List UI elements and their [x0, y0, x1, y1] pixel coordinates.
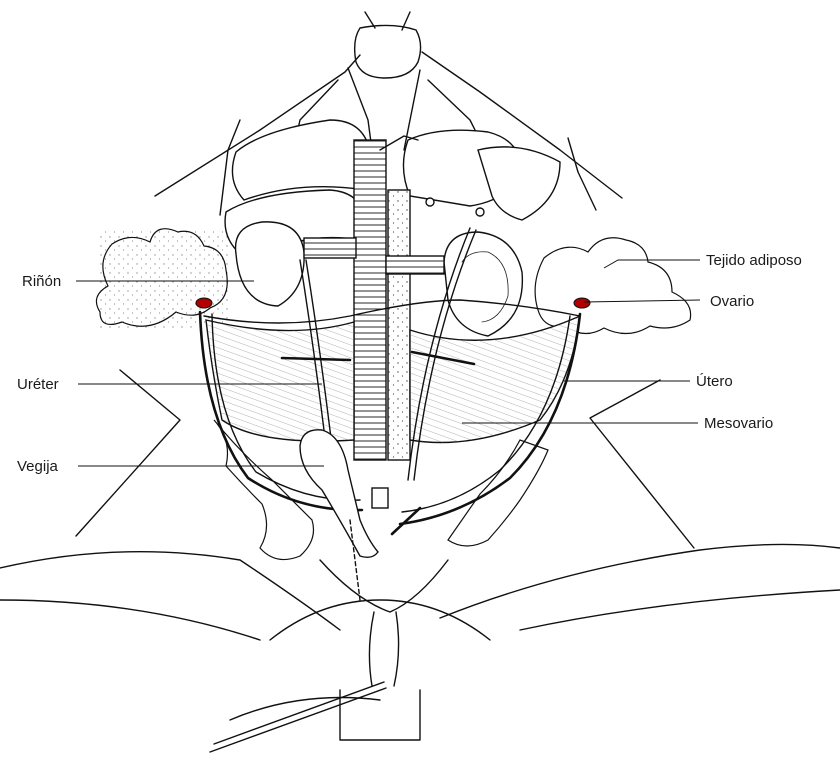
- label-rinon: Riñón: [22, 273, 61, 290]
- ovary-left: [196, 298, 212, 308]
- label-utero: Útero: [696, 373, 733, 390]
- label-ovario: Ovario: [710, 293, 754, 310]
- label-tejido-adiposo: Tejido adiposo: [706, 252, 802, 269]
- label-mesovario: Mesovario: [704, 415, 773, 432]
- ovary-right: [574, 298, 590, 308]
- label-vegija: Vegija: [17, 458, 59, 475]
- label-ureter: Uréter: [17, 376, 59, 393]
